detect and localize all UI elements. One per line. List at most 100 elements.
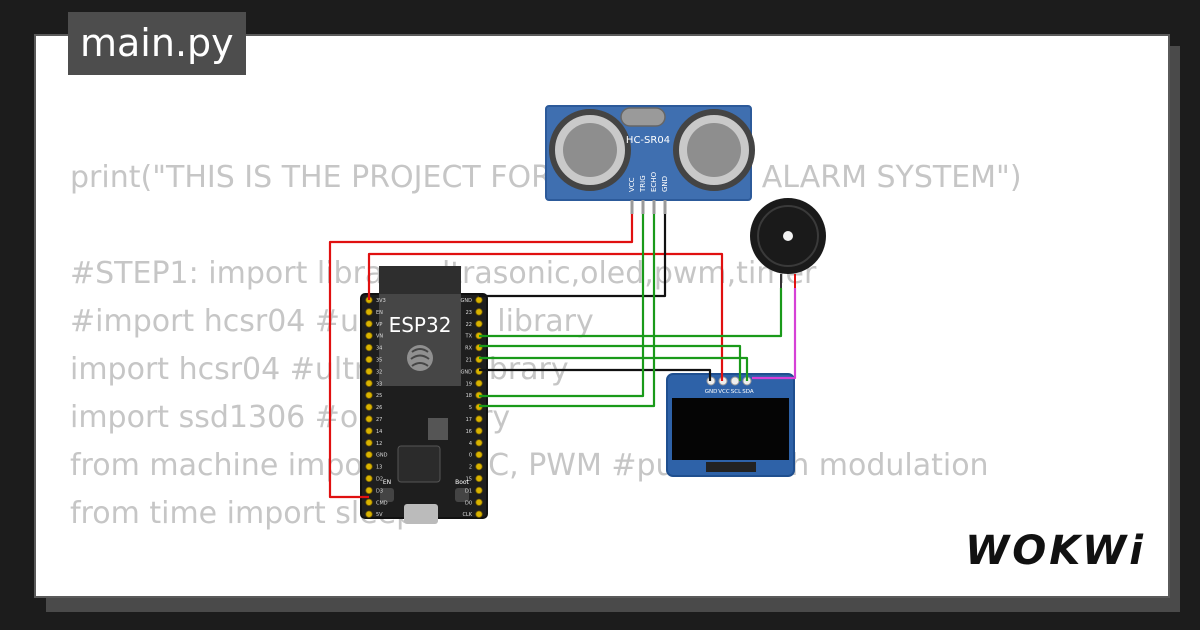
esp32-left-pin bbox=[365, 427, 373, 435]
boot-button[interactable] bbox=[455, 488, 469, 502]
code-line: #STEP1: import library ultrasonic,oled,p… bbox=[70, 256, 817, 291]
ultrasonic-sensor[interactable]: HC-SR04 VCC TRIG ECHO GND bbox=[545, 105, 755, 214]
code-line: #STEP2: declaration of pins bbox=[70, 586, 1022, 596]
buzzer[interactable] bbox=[750, 198, 826, 288]
usb-port bbox=[404, 504, 438, 524]
file-tab[interactable]: main.py bbox=[68, 12, 246, 75]
wire-buzzer-magenta bbox=[752, 288, 797, 380]
esp32-board[interactable]: ESP32 EN Boot 3V3ENVPVN34353233252627141… bbox=[360, 266, 488, 524]
esp32-left-pin bbox=[365, 308, 373, 316]
esp32-label: ESP32 bbox=[389, 313, 452, 337]
sensor-pin-trig: TRIG bbox=[639, 175, 647, 193]
oled-pin-gnd: GND bbox=[705, 389, 718, 395]
esp32-right-pin-label: 4 bbox=[469, 441, 472, 447]
esp32-left-pin bbox=[365, 439, 373, 447]
esp32-right-pin-label: 23 bbox=[466, 310, 472, 316]
wire-vcc-red bbox=[328, 214, 634, 499]
esp32-left-pin-label: 13 bbox=[376, 465, 382, 471]
esp32-left-pin bbox=[365, 462, 373, 471]
esp32-right-pin bbox=[475, 379, 483, 387]
oled-pin-sda: SDA bbox=[742, 389, 754, 395]
esp32-left-pin bbox=[365, 379, 373, 387]
esp32-left-pin-label: 25 bbox=[376, 393, 382, 399]
esp32-right-pin-label: 0 bbox=[469, 453, 472, 459]
esp32-left-pin-labels: 3V3ENVPVN343532332526271412GND13D2D3CMD5… bbox=[376, 298, 388, 518]
esp32-left-pin-label: D2 bbox=[376, 477, 383, 483]
esp32-right-pin-label: 16 bbox=[466, 429, 472, 435]
esp32-right-pin-label: 2 bbox=[469, 465, 472, 471]
esp32-right-pin-label: D0 bbox=[465, 500, 472, 506]
esp32-left-pin-label: 27 bbox=[376, 417, 382, 423]
transducer-left bbox=[549, 109, 631, 191]
esp32-left-pin-label: D3 bbox=[376, 488, 383, 494]
esp32-right-pin bbox=[475, 498, 483, 506]
esp32-right-pin bbox=[475, 510, 483, 518]
sensor-pin-vcc: VCC bbox=[628, 177, 636, 192]
esp32-pin-headers bbox=[365, 296, 483, 518]
esp32-right-pin bbox=[475, 320, 483, 328]
sensor-pin-echo: ECHO bbox=[650, 171, 658, 192]
esp32-left-pin bbox=[365, 451, 373, 459]
code-line: from time import sleep bbox=[70, 496, 416, 531]
esp32-left-pin bbox=[365, 391, 373, 399]
esp32-left-pin-label: 33 bbox=[376, 381, 382, 387]
esp32-right-pin-label: GND bbox=[461, 369, 473, 375]
esp32-right-pin bbox=[475, 308, 483, 316]
esp32-left-pin-label: 26 bbox=[376, 405, 382, 411]
esp32-right-pin bbox=[475, 474, 483, 483]
wire-oled-vcc-red bbox=[367, 252, 724, 381]
esp32-right-pin bbox=[475, 486, 483, 494]
wire-trig-green bbox=[479, 214, 645, 398]
esp32-right-pin-label: 21 bbox=[466, 358, 472, 364]
esp32-left-pin-label: CMD bbox=[376, 500, 388, 506]
esp32-right-pin bbox=[475, 296, 483, 304]
esp32-left-pin-label: EN bbox=[376, 310, 383, 316]
esp32-left-pin bbox=[365, 355, 373, 364]
transducer-right bbox=[673, 109, 755, 191]
esp32-right-pin-label: GND bbox=[461, 298, 473, 304]
esp32-right-pin bbox=[475, 415, 483, 423]
esp32-left-pin bbox=[365, 332, 373, 340]
esp32-left-pin-label: 14 bbox=[376, 429, 382, 435]
esp32-right-pin-label: CLK bbox=[462, 512, 472, 518]
esp32-left-pin bbox=[365, 486, 373, 494]
esp32-right-pin bbox=[475, 462, 483, 471]
boot-button-label: Boot bbox=[455, 479, 469, 486]
esp32-left-pin bbox=[365, 403, 373, 411]
wire-buzzer-green bbox=[479, 288, 783, 338]
oled-pin-scl: SCL bbox=[731, 389, 742, 395]
sensor-pin-gnd: GND bbox=[661, 176, 669, 192]
sensor-label: HC-SR04 bbox=[626, 135, 670, 146]
esp32-left-pin-label: GND bbox=[376, 453, 388, 459]
code-line: print("THIS IS THE PROJECT FOR ALARM SYS… bbox=[70, 160, 1022, 195]
esp32-left-pin bbox=[365, 343, 373, 352]
oled-pin-vcc: VCC bbox=[718, 389, 730, 395]
esp32-right-pin-label: 19 bbox=[466, 381, 472, 387]
esp32-right-pin bbox=[475, 439, 483, 447]
wire-echo-green bbox=[479, 214, 656, 408]
esp32-left-pin bbox=[365, 498, 373, 506]
brand-logo: WOKWi bbox=[965, 528, 1146, 574]
esp32-left-pin-label: 34 bbox=[376, 346, 382, 352]
esp32-right-pin-label: 17 bbox=[466, 417, 472, 423]
esp32-left-pin bbox=[365, 367, 373, 375]
esp32-right-pin-label: 22 bbox=[466, 322, 472, 328]
esp32-right-pin bbox=[475, 427, 483, 435]
esp32-left-pin-label: 5V bbox=[376, 512, 383, 518]
esp32-right-pin-label: 15 bbox=[466, 477, 472, 483]
oled-display[interactable]: GND VCC SCL SDA bbox=[666, 373, 795, 477]
en-button-label: EN bbox=[383, 479, 391, 486]
esp32-right-pin-label: RX bbox=[465, 346, 472, 352]
en-button[interactable] bbox=[380, 488, 394, 502]
wire-sensor-gnd-black bbox=[479, 214, 667, 298]
esp32-left-pin bbox=[365, 320, 373, 328]
wire-oled-gnd-black bbox=[479, 368, 712, 381]
esp32-right-pin-label: 5 bbox=[469, 405, 472, 411]
wire-sda-green bbox=[479, 356, 749, 381]
esp32-left-pin bbox=[365, 510, 373, 518]
esp32-right-pin-label: TX bbox=[465, 334, 473, 340]
esp32-left-pin-label: 32 bbox=[376, 369, 382, 375]
esp32-left-pin bbox=[365, 415, 373, 423]
